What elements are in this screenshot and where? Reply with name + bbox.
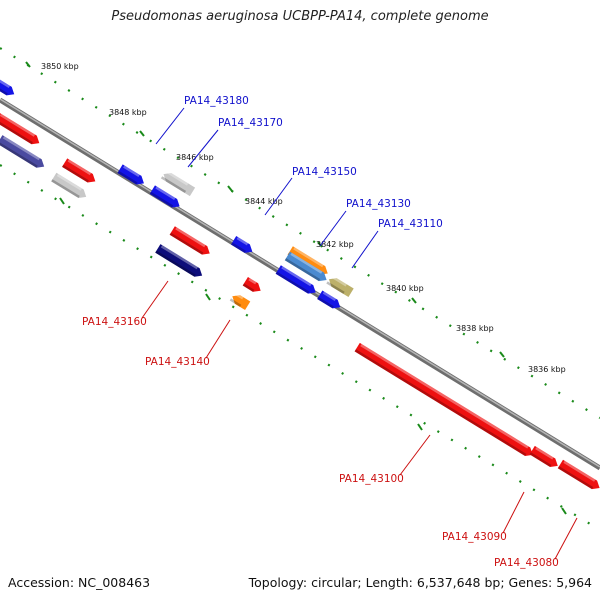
- tick-label: 3840 kbp: [386, 284, 424, 293]
- gene-label[interactable]: PA14_43150: [292, 166, 357, 178]
- gene-arrow: [326, 275, 354, 298]
- tick-labels: 3850 kbp 3848 kbp 3846 kbp 3844 kbp 3842 kbp…: [41, 62, 566, 374]
- major-ticks: [25, 61, 567, 515]
- tick-label: 3846 kbp: [176, 153, 214, 162]
- gene-arrow: [317, 290, 341, 309]
- gene-label[interactable]: PA14_43080: [494, 557, 559, 569]
- major-tick: [561, 507, 567, 515]
- gene-arrow: [169, 226, 210, 255]
- tick-label: 3844 kbp: [245, 197, 283, 206]
- gene-arrow: [231, 235, 253, 253]
- tick-label: 3842 kbp: [316, 240, 354, 249]
- inner-tick-ring: [0, 164, 600, 531]
- major-tick: [417, 423, 423, 431]
- gene-arrow: [229, 293, 251, 310]
- gene-label[interactable]: PA14_43130: [346, 198, 411, 210]
- leader-line: [351, 230, 379, 269]
- tick-label: 3848 kbp: [109, 108, 147, 117]
- gene-label[interactable]: PA14_43110: [378, 218, 443, 230]
- gene-label[interactable]: PA14_43140: [145, 356, 210, 368]
- accession-text: Accession: NC_008463: [8, 575, 151, 590]
- major-tick: [317, 241, 323, 248]
- gene-arrow: [117, 164, 144, 185]
- outer-tick-ring: [0, 47, 600, 419]
- gene-label[interactable]: PA14_43180: [184, 95, 249, 107]
- gene-arrow: [0, 112, 40, 145]
- label-leaders: [141, 107, 578, 560]
- leader-line: [141, 280, 169, 319]
- tick-label: 3838 kbp: [456, 324, 494, 333]
- gene-label[interactable]: PA14_43090: [442, 531, 507, 543]
- leader-line: [319, 210, 347, 247]
- gene-labels: PA14_43180PA14_43170PA14_43150PA14_43130…: [82, 95, 559, 569]
- leader-line: [205, 319, 231, 359]
- tick-label: 3836 kbp: [528, 365, 566, 374]
- leader-line: [502, 491, 525, 534]
- gene-arrow: [51, 172, 87, 199]
- major-tick: [227, 185, 233, 192]
- gene-arrow: [62, 158, 96, 183]
- gene-arrow: [529, 445, 558, 467]
- major-tick: [499, 351, 505, 358]
- leader-line: [155, 107, 185, 145]
- gene-label[interactable]: PA14_43100: [339, 473, 404, 485]
- gene-label[interactable]: PA14_43160: [82, 316, 147, 328]
- gene-arrow: [284, 251, 327, 282]
- major-tick: [205, 293, 211, 301]
- gene-arrow: [155, 244, 203, 277]
- leader-line: [399, 434, 431, 476]
- major-tick: [59, 197, 65, 205]
- gene-arrow: [160, 170, 196, 197]
- gene-arrow: [557, 459, 600, 490]
- gene-features: [0, 77, 600, 490]
- major-tick: [25, 61, 31, 68]
- gene-arrow: [354, 342, 533, 456]
- gene-label[interactable]: PA14_43170: [218, 117, 283, 129]
- major-tick: [139, 130, 145, 137]
- map-title: Pseudomonas aeruginosa UCBPP-PA14, compl…: [111, 9, 489, 24]
- gene-arrow: [149, 185, 180, 208]
- gene-arrow: [0, 135, 45, 168]
- leader-line: [264, 177, 293, 216]
- topology-text: Topology: circular; Length: 6,537,648 bp…: [248, 575, 592, 590]
- leader-line: [554, 517, 578, 560]
- leader-line: [187, 129, 219, 168]
- gene-arrow: [275, 265, 316, 294]
- gene-arrow: [242, 277, 261, 292]
- tick-label: 3850 kbp: [41, 62, 79, 71]
- gene-arrow: [0, 77, 15, 96]
- major-tick: [411, 297, 417, 304]
